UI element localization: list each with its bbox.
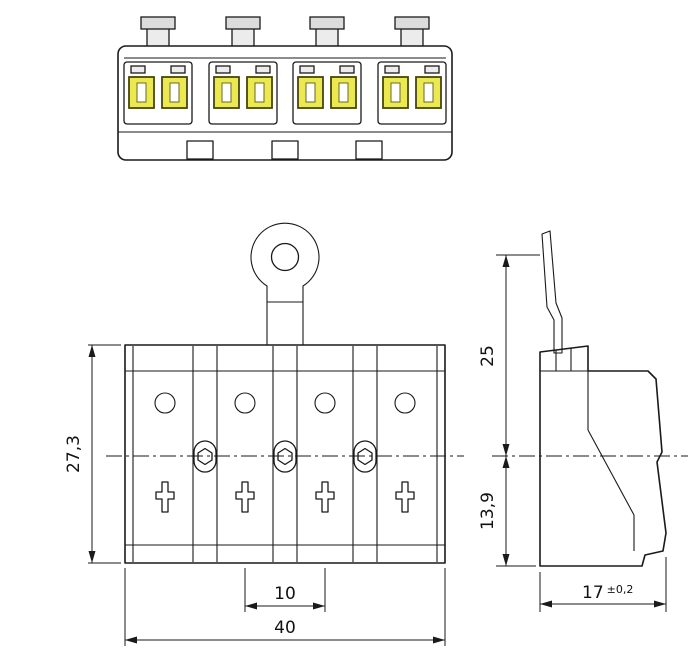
wire-slot <box>338 82 349 103</box>
arrowhead-right-icon <box>433 636 445 644</box>
front-details <box>125 346 445 562</box>
push-button-cap <box>225 16 261 30</box>
wire-slot <box>254 82 265 103</box>
side-view <box>492 230 688 567</box>
arrowhead-down-icon <box>88 551 96 563</box>
dim-label-side-upper: 25 <box>478 345 498 367</box>
wire-entry-yellow <box>161 76 188 109</box>
wire-slot <box>169 82 180 103</box>
arrowhead-left-icon <box>540 600 552 608</box>
push-button-cap <box>394 16 430 30</box>
spring-clamp-tab <box>170 65 186 74</box>
hex-hole <box>277 447 293 466</box>
arrowhead-left-icon <box>245 602 257 610</box>
mounting-notch <box>186 140 214 160</box>
push-button-stem <box>315 27 339 49</box>
dim-side-depth: 17±0,2 <box>539 557 667 612</box>
dim-label-front-width: 40 <box>274 618 296 638</box>
wire-slot <box>423 82 434 103</box>
release-slot <box>315 481 335 513</box>
test-port <box>394 392 416 414</box>
push-button-stem <box>400 27 424 49</box>
dim-label-side-depth-value: 17 <box>582 583 604 603</box>
dim-label-pole-pitch: 10 <box>274 584 296 604</box>
wire-slot <box>221 82 232 103</box>
dim-front-width: 40 <box>124 568 446 646</box>
release-slots <box>155 481 415 513</box>
top-view <box>117 16 453 161</box>
dim-side-lower: 13,9 <box>478 456 536 567</box>
test-port <box>314 392 336 414</box>
spring-clamp-tab <box>339 65 355 74</box>
grounding-strip <box>541 230 563 354</box>
wire-slot <box>305 82 316 103</box>
dim-front-height: 27,3 <box>64 344 121 564</box>
dim-label-front-height: 27,3 <box>64 435 84 473</box>
spring-clamp-tab <box>384 65 400 74</box>
grounding-lug-hole <box>270 242 300 272</box>
arrowhead-up-icon <box>502 456 510 468</box>
push-button-stem <box>231 27 255 49</box>
release-slot <box>395 481 415 513</box>
spring-clamp-tab <box>424 65 440 74</box>
test-port <box>234 392 256 414</box>
arrowhead-down-icon <box>502 554 510 566</box>
front-view <box>106 222 464 564</box>
spring-clamp-tab <box>215 65 231 74</box>
push-button-stem <box>146 27 170 49</box>
release-slot <box>155 481 175 513</box>
dim-label-side-lower: 13,9 <box>478 492 498 530</box>
wire-slot <box>136 82 147 103</box>
dimensions: 27,3 40 10 25 <box>64 254 667 646</box>
hex-hole <box>197 447 213 466</box>
test-port <box>154 392 176 414</box>
grounding-lug <box>250 222 320 346</box>
mounting-notch <box>355 140 383 160</box>
arrowhead-right-icon <box>313 602 325 610</box>
spring-clamp-tab <box>255 65 271 74</box>
dim-label-side-depth-tolerance: ±0,2 <box>607 583 634 596</box>
dim-side-upper: 25 <box>478 254 540 456</box>
spring-clamp-tab <box>130 65 146 74</box>
arrowhead-up-icon <box>502 255 510 267</box>
arrowhead-down-icon <box>502 444 510 456</box>
dim-label-side-depth: 17±0,2 <box>582 583 633 603</box>
release-slot <box>235 481 255 513</box>
push-button-tabs <box>140 16 430 49</box>
push-button-cap <box>140 16 176 30</box>
wire-slot <box>390 82 401 103</box>
arrowhead-up-icon <box>88 345 96 357</box>
spring-clamp-tab <box>299 65 315 74</box>
arrowhead-left-icon <box>125 636 137 644</box>
mounting-notch <box>271 140 299 160</box>
push-button-cap <box>309 16 345 30</box>
dim-pole-pitch: 10 <box>244 568 326 612</box>
top-view-details <box>118 57 452 160</box>
arrowhead-right-icon <box>654 600 666 608</box>
